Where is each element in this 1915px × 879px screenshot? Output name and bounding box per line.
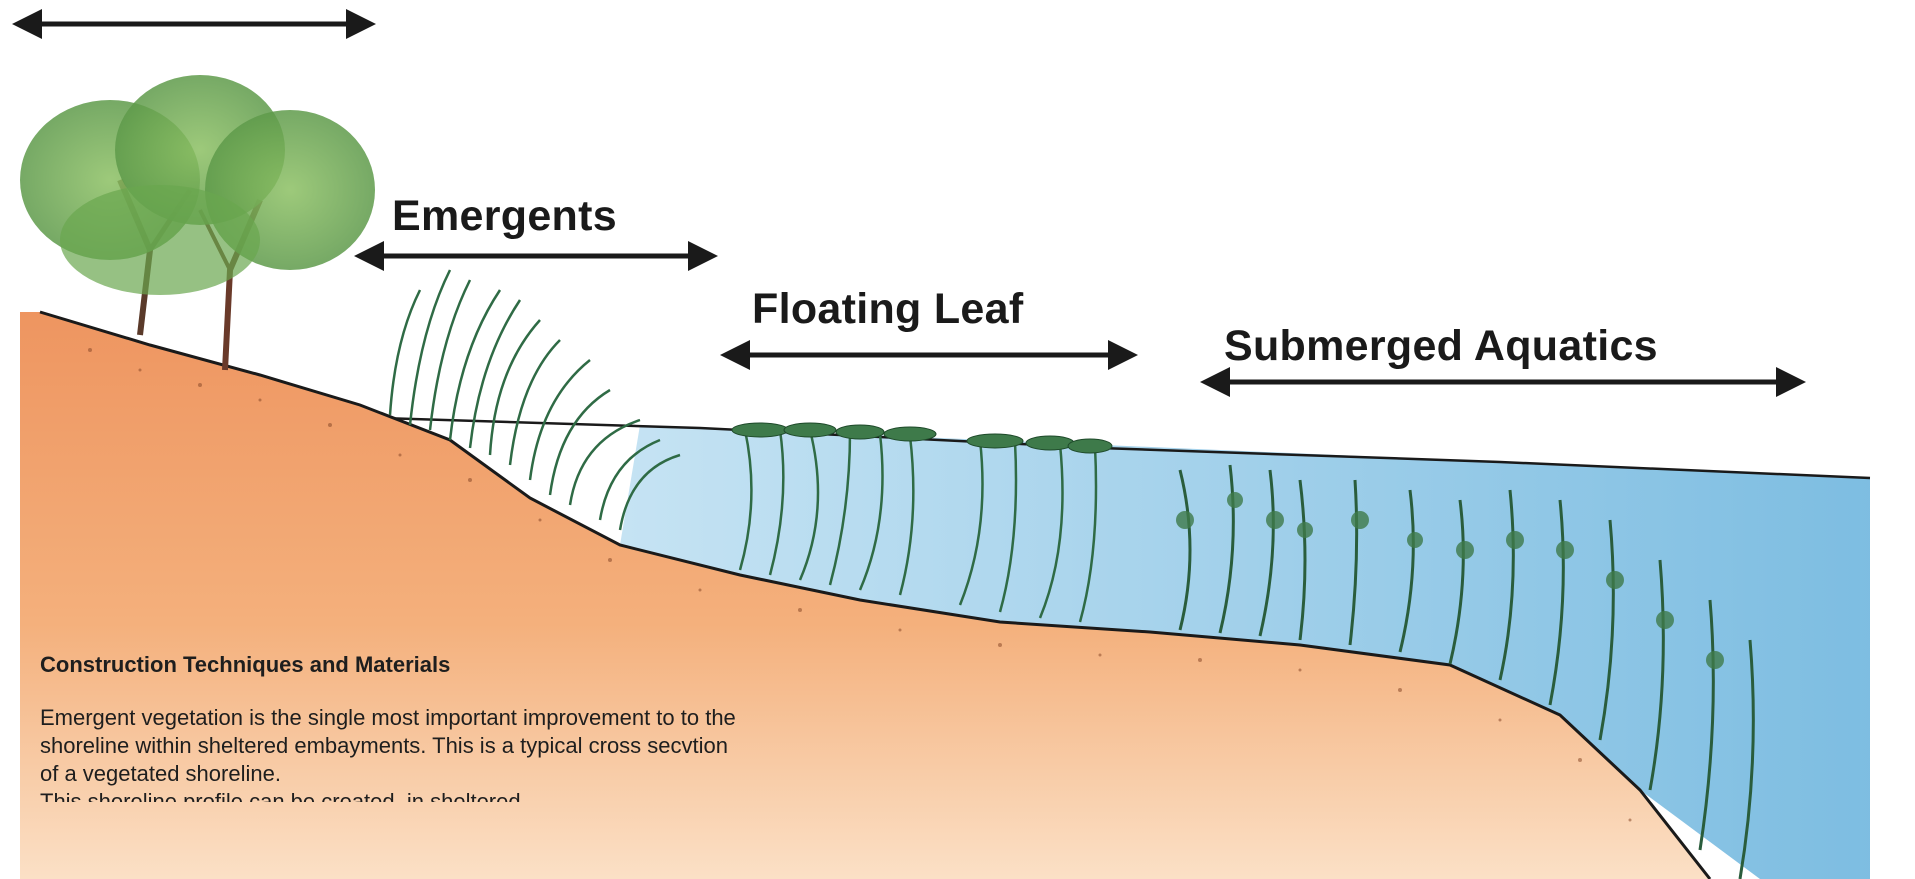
description-heading: Construction Techniques and Materials — [40, 652, 740, 678]
zone-label-emergents: Emergents — [392, 192, 617, 241]
description-paragraph: Emergent vegetation is the single most i… — [40, 704, 740, 788]
description-paragraph-cut: This shoreline profile can be created, i… — [40, 788, 740, 802]
zone-label-floating-leaf: Floating Leaf — [752, 285, 1023, 334]
zone-label-submerged-aquatics: Submerged Aquatics — [1224, 322, 1658, 371]
description-block: Construction Techniques and Materials Em… — [40, 652, 740, 802]
